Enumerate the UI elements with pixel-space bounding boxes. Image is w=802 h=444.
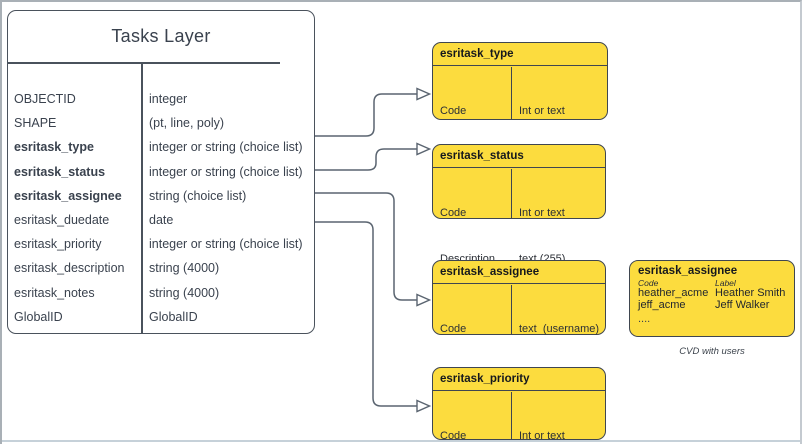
cvd-ellipsis: .... <box>638 313 651 325</box>
field-row-esritask-description: esritask_description string (4000) <box>14 261 220 276</box>
connector-status <box>315 148 417 171</box>
esritask-type-domain-box: esritask_type Code Description Int or te… <box>432 42 608 163</box>
cvd-users-example-box: esritask_assignee Code Label heather_acm… <box>629 260 795 337</box>
domain-cell: Code <box>440 104 467 117</box>
cvd-box-title: esritask_assignee <box>638 265 738 277</box>
cvd-caption: CVD with users <box>679 346 745 357</box>
field-row-esritask-priority: esritask_priority integer or string (cho… <box>14 237 303 252</box>
field-row-esritask-type: esritask_type integer or string (choice … <box>14 140 303 155</box>
domain-cell: Code <box>440 429 467 442</box>
esritask-status-domain-box: esritask_status Code Description Int or … <box>432 144 606 265</box>
field-row-shape: SHAPE (pt, line, poly) <box>14 116 225 131</box>
field-row-objectid: OBJECTID integer <box>14 92 188 107</box>
field-row-esritask-duedate: esritask_duedate date <box>14 213 174 228</box>
domain-box-title: esritask_assignee <box>433 261 605 284</box>
domain-box-title: esritask_priority <box>433 368 605 391</box>
field-row-esritask-status: esritask_status integer or string (choic… <box>14 164 303 179</box>
image-bottom-border <box>2 440 800 442</box>
cvd-row: heather_acme Heather Smith <box>638 287 786 299</box>
field-row-esritask-assignee: esritask_assignee string (choice list) <box>14 188 247 203</box>
domain-box-title: esritask_status <box>433 145 605 168</box>
domain-cell: Int or text <box>519 104 565 117</box>
domain-cell: text (username) <box>519 322 600 335</box>
field-row-globalid: GlobalID GlobalID <box>14 309 198 324</box>
arrowhead-priority <box>416 399 432 413</box>
connector-assignee <box>315 192 417 301</box>
cvd-row: jeff_acme Jeff Walker <box>638 298 770 311</box>
cvd-col-header-code: Code <box>638 278 659 288</box>
field-row-esritask-notes: esritask_notes string (4000) <box>14 285 220 300</box>
tasks-layer-title: Tasks Layer <box>111 25 211 46</box>
connector-type <box>315 93 417 137</box>
domain-cell: Int or text <box>519 206 565 219</box>
domain-box-title: esritask_type <box>433 43 607 66</box>
column-divider <box>141 62 143 333</box>
domain-cell: Code <box>440 322 467 335</box>
connector-priority <box>315 221 417 407</box>
title-divider <box>8 62 280 64</box>
field-list: OBJECTID integer SHAPE (pt, line, poly) … <box>8 87 314 329</box>
domain-cell: Code <box>440 206 467 219</box>
arrowhead-status <box>416 142 432 156</box>
arrowhead-assignee <box>416 293 432 307</box>
arrowhead-type <box>416 87 432 101</box>
domain-cell: Int or text <box>519 429 565 442</box>
esritask-priority-domain-box: esritask_priority Code Description Int o… <box>432 367 606 442</box>
tasks-layer-table: Tasks Layer OBJECTID integer SHAPE (pt, … <box>7 10 315 334</box>
cvd-col-header-label: Label <box>715 278 736 288</box>
esritask-assignee-domain-box: esritask_assignee Code Description text … <box>432 260 606 381</box>
